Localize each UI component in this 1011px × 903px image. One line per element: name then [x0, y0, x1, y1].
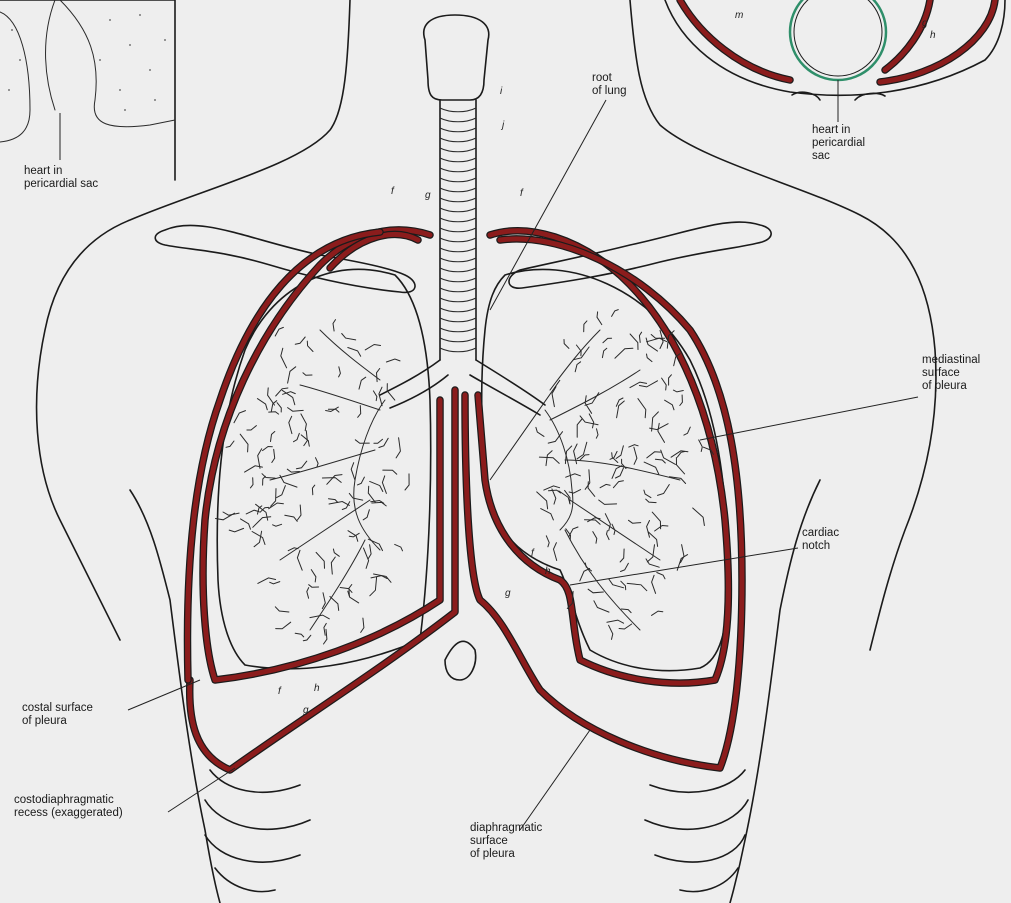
label-costodiaphragmatic-recess: costodiaphragmatic recess (exaggerated) [14, 794, 123, 820]
label-heart-left: heart in pericardial sac [24, 165, 98, 191]
marker-j: j [502, 120, 504, 131]
trachea [424, 15, 489, 360]
marker-f-left: f [391, 186, 394, 197]
marker-h-notch: h [545, 566, 551, 577]
marker-f-top-right: f [520, 188, 523, 199]
left-lung [465, 231, 742, 768]
marker-g-base-left: g [303, 705, 309, 716]
label-cardiac-notch: cardiac notch [802, 527, 839, 553]
inset-right [665, 0, 1005, 122]
label-mediastinal-surface: mediastinal surface of pleura [922, 354, 980, 393]
marker-inset-h: h [930, 30, 936, 41]
marker-inset-g: g [922, 18, 928, 29]
marker-inset-m: m [735, 10, 743, 21]
label-costal-surface: costal surface of pleura [22, 702, 93, 728]
label-root-of-lung: root of lung [592, 72, 627, 98]
label-diaphragmatic-surface: diaphragmatic surface of pleura [470, 822, 542, 861]
marker-i: i [500, 86, 502, 97]
marker-f-base-left: f [278, 686, 281, 697]
marker-g-left: g [425, 190, 431, 201]
marker-g-notch: g [505, 588, 511, 599]
marker-h-base-left: h [314, 683, 320, 694]
right-lung [187, 230, 455, 770]
leader-lines [128, 100, 918, 830]
label-heart-right: heart in pericardial sac [812, 124, 865, 163]
inset-left [0, 0, 175, 180]
pericardium-ring [790, 0, 886, 80]
marker-f-notch: f [531, 548, 534, 559]
